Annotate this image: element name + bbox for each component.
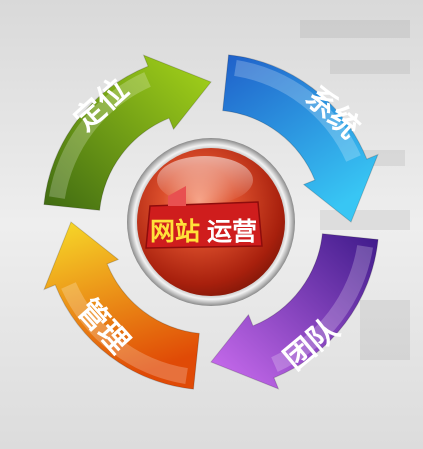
arrow-highlight-management: [61, 282, 188, 384]
banner-tab: [168, 186, 186, 206]
center-banner: [145, 201, 263, 249]
arrow-highlight-team: [271, 245, 373, 372]
arrow-management: [43, 221, 200, 390]
arrow-highlight-system: [234, 60, 361, 162]
arrow-system: [222, 54, 379, 223]
center-label-part1: 网站: [150, 217, 200, 246]
arrow-highlight-positioning: [49, 72, 151, 199]
center-hub: 网站 运营: [127, 138, 295, 306]
arrow-team: [210, 233, 379, 390]
arrow-positioning: [43, 54, 212, 211]
center-label-part2: 运营: [207, 217, 257, 246]
cycle-arrows: [43, 54, 379, 390]
